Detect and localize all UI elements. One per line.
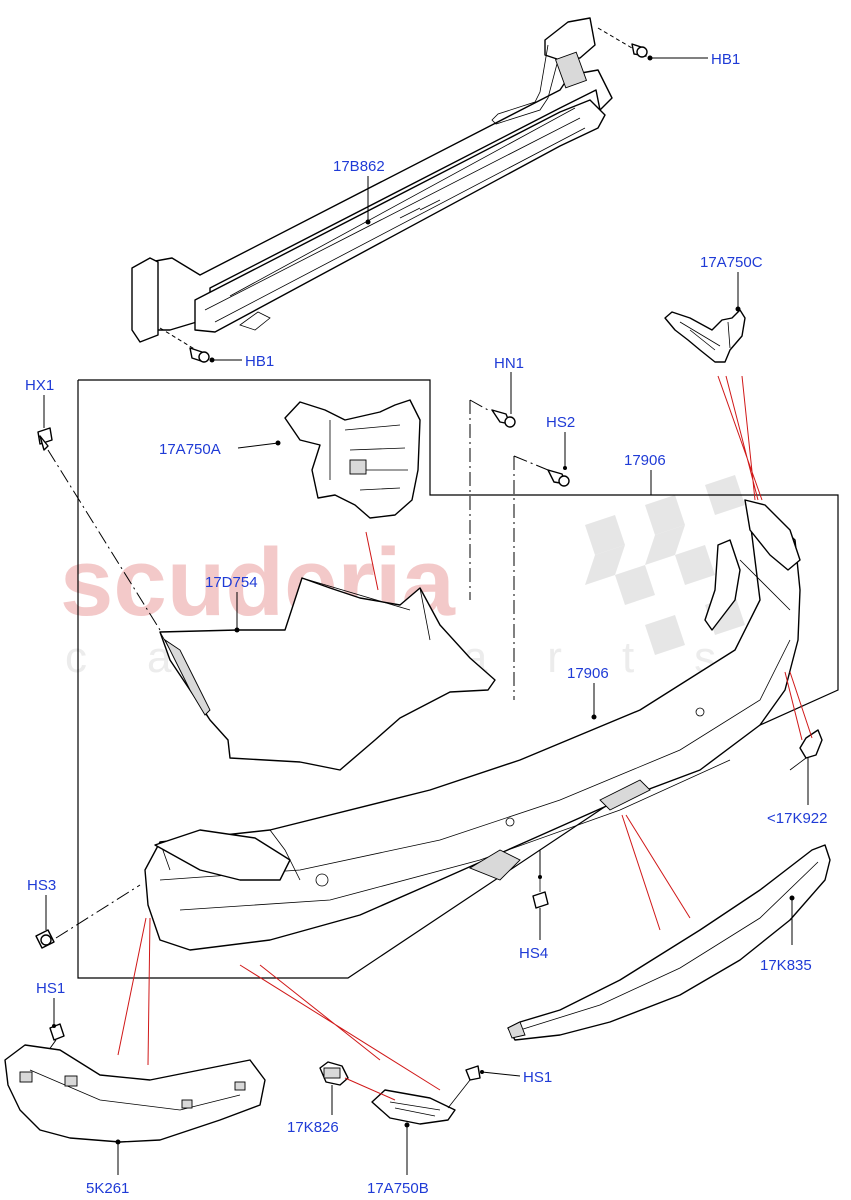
fastener-hn1	[491, 409, 516, 428]
skid-plate-17k835	[507, 844, 831, 1041]
bolt-hb1-bottom	[159, 327, 210, 363]
reinforcement-beam-17b862	[131, 17, 613, 343]
bracket-17a750c	[664, 309, 746, 363]
label-hs3: HS3	[27, 877, 56, 894]
label-17k835: 17K835	[760, 957, 812, 974]
fastener-hs1-left	[49, 1023, 65, 1041]
label-17906-top: 17906	[624, 452, 666, 469]
label-5k261: 5K261	[86, 1180, 129, 1197]
label-17k922: <17K922	[767, 810, 827, 827]
label-hs1-right: HS1	[523, 1069, 552, 1086]
fastener-hs1-right	[447, 1065, 481, 1109]
label-hn1: HN1	[494, 355, 524, 372]
label-17a750b: 17A750B	[367, 1180, 429, 1197]
label-17b862: 17B862	[333, 158, 385, 175]
label-17906-mid: 17906	[567, 665, 609, 682]
shield-5k261	[4, 1044, 266, 1143]
part-17k826	[319, 1061, 349, 1086]
label-17a750a: 17A750A	[159, 441, 221, 458]
part-17k922	[789, 729, 823, 771]
label-hx1: HX1	[25, 377, 54, 394]
label-hb1-top: HB1	[711, 51, 740, 68]
bumper-cover-17906	[144, 499, 801, 951]
clip-hx1	[37, 427, 53, 451]
bracket-17a750a	[284, 399, 421, 519]
fastener-hs3	[35, 929, 55, 949]
label-17d754: 17D754	[205, 574, 258, 591]
inner-panel-17d754	[159, 577, 496, 771]
label-17a750c: 17A750C	[700, 254, 763, 271]
label-hs2: HS2	[546, 414, 575, 431]
label-17k826: 17K826	[287, 1119, 339, 1136]
label-hs1-left: HS1	[36, 980, 65, 997]
label-hb1-bottom: HB1	[245, 353, 274, 370]
label-hs4: HS4	[519, 945, 548, 962]
bolt-hb1-top	[597, 27, 648, 58]
assembly-frame	[77, 379, 839, 979]
fastener-hs2	[547, 469, 570, 487]
fastener-hs4	[532, 878, 549, 909]
